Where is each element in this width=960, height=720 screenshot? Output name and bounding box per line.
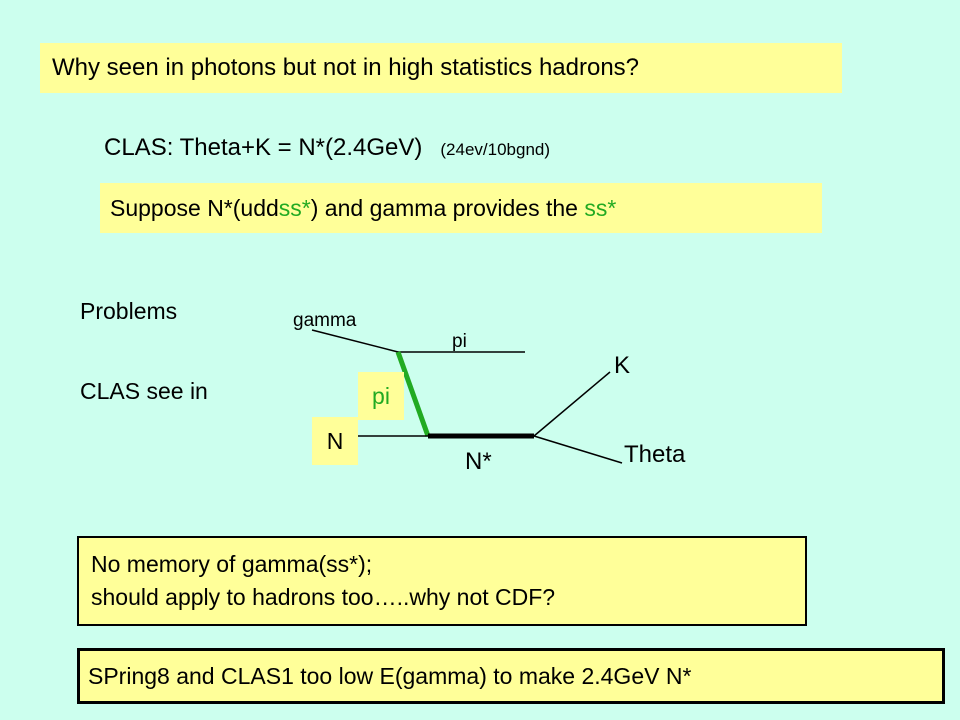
theta-line — [533, 435, 623, 464]
memory-box: No memory of gamma(ss*); should apply to… — [77, 536, 807, 626]
title-text: Why seen in photons but not in high stat… — [52, 54, 640, 81]
clas-see-label: CLAS see in — [80, 378, 208, 404]
clas-note: (24ev/10bgnd) — [440, 140, 551, 159]
title-banner: Why seen in photons but not in high stat… — [40, 43, 842, 93]
memory-line-2: should apply to hadrons too…..why not CD… — [91, 584, 556, 610]
nucleon-label: N — [312, 417, 358, 465]
k-line — [533, 371, 611, 437]
spring-box: SPring8 and CLAS1 too low E(gamma) to ma… — [77, 648, 945, 704]
problems-label: Problems — [80, 298, 178, 324]
gamma-label: gamma — [293, 310, 357, 331]
theta-label: Theta — [624, 441, 686, 468]
clas-main: CLAS: Theta+K = N*(2.4GeV) — [104, 134, 423, 161]
nstar-label: N* — [465, 448, 492, 475]
clas-statement: CLAS: Theta+K = N*(2.4GeV) (24ev/10bgnd) — [104, 134, 550, 162]
suppose-mid: ) and gamma provides the — [310, 195, 585, 221]
kaon-label: K — [614, 352, 631, 379]
suppose-banner: Suppose N*(uddss*) and gamma provides th… — [100, 183, 822, 233]
suppose-green-2: ss* — [584, 195, 617, 221]
suppose-green-1: ss* — [278, 195, 311, 221]
pi-exchange-line — [395, 351, 431, 437]
spring-text: SPring8 and CLAS1 too low E(gamma) to ma… — [88, 663, 692, 689]
suppose-pre: Suppose N*(udd — [110, 195, 279, 221]
memory-line-1: No memory of gamma(ss*); — [91, 551, 373, 577]
gamma-line — [311, 329, 399, 353]
pi-top-label: pi — [452, 331, 467, 352]
pi-exchange-label: pi — [358, 372, 404, 420]
